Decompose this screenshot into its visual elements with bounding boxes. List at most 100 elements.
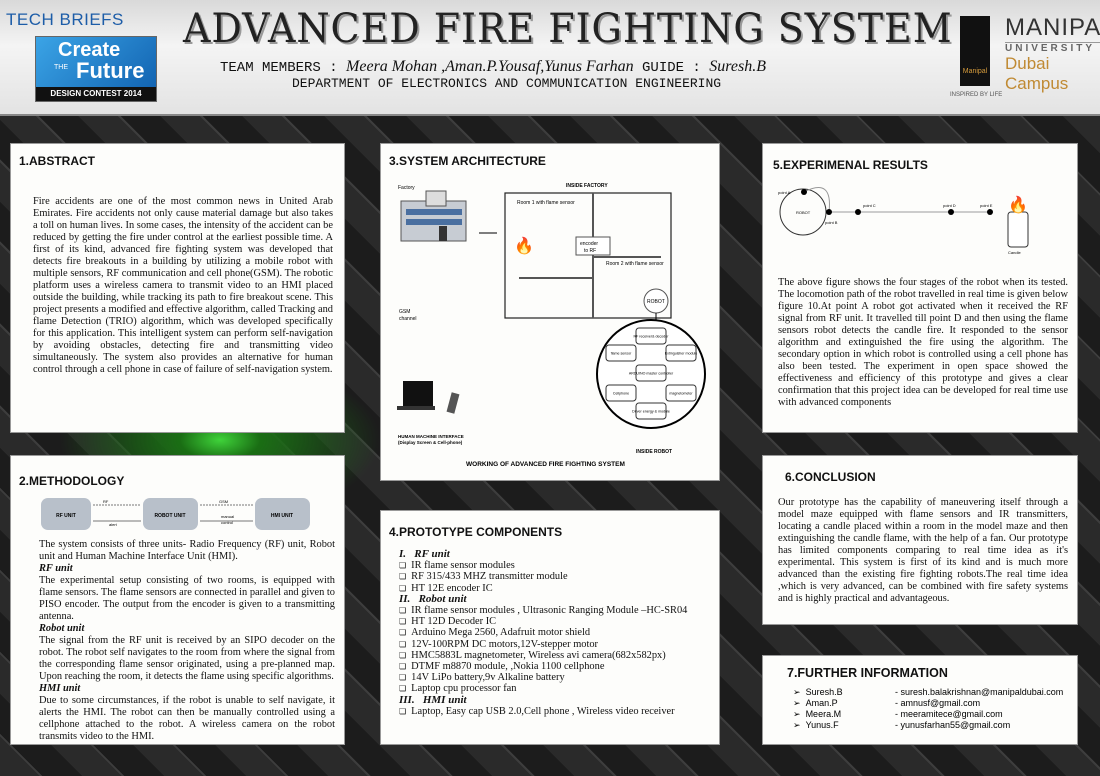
arrow-bullet-icon: ➢ [793, 687, 801, 697]
component-list: IR flame sensor modules , Ultrasonic Ran… [383, 605, 713, 695]
point-b-label: point B [825, 220, 838, 225]
group-title: Robot unit [418, 592, 467, 605]
factory-label: Factory [398, 185, 415, 191]
conclusion-heading: 6.CONCLUSION [785, 470, 876, 484]
methodology-text: The system consists of three units- Radi… [39, 539, 335, 743]
methodology-heading: 2.METHODOLOGY [19, 474, 125, 488]
rf-unit-label: RF UNIT [56, 513, 76, 519]
point-a-label: point A [778, 190, 791, 195]
candle-flame-icon: 🔥 [1008, 195, 1028, 214]
robot-module-box [605, 344, 637, 362]
results-heading: 5.EXPERIMENAL RESULTS [773, 158, 928, 172]
robot-module-label: Extinguisher module [665, 352, 698, 356]
rf-link-label: RF [103, 499, 109, 504]
poster-header: TECH BRIEFS Create THE Future DESIGN CON… [0, 0, 1100, 116]
prototype-list: I. RF unitIR flame sensor modulesRF 315/… [383, 548, 713, 717]
further-info-heading: 7.FURTHER INFORMATION [787, 666, 948, 680]
robot-unit-title: Robot unit [39, 623, 85, 634]
team-names: Meera Mohan ,Aman.P.Yousaf,Yunus Farhan [346, 58, 634, 75]
uni-name: MANIPAL [1005, 14, 1100, 41]
gsm-label-2: channel [399, 316, 417, 322]
robot-label: ROBOT [647, 299, 665, 305]
robot-module-label: flame sensor [611, 352, 632, 356]
logo-future: Future [76, 58, 145, 83]
encoder-label: encoder [580, 241, 598, 247]
component-item: IR flame sensor modules [383, 560, 713, 571]
point-e-label: point E [980, 203, 993, 208]
component-item: Laptop cpu processor fan [383, 683, 713, 694]
architecture-diagram: Factory INSIDE FACTORY Room 1 with flame… [397, 183, 706, 468]
robot-module-label: ARDUINO master controller [629, 372, 674, 376]
rf-unit-title: RF unit [39, 563, 73, 574]
inside-robot-label: INSIDE ROBOT [636, 449, 672, 455]
contact-email[interactable]: - yunusfarhan55@gmail.com [895, 720, 1011, 730]
component-item: HT 12D Decoder IC [383, 616, 713, 627]
guide-name: Suresh.B [709, 58, 766, 75]
robot-module-label: Driver energy & module [632, 410, 670, 414]
arrow-bullet-icon: ➢ [793, 720, 801, 730]
component-item: Laptop, Easy cap USB 2.0,Cell phone , Wi… [383, 706, 713, 717]
room2-label: Room 2 with flame sensor [606, 261, 664, 267]
group-numeral: I. [399, 548, 407, 560]
encoder-label-2: to RF [584, 248, 596, 254]
contact-email[interactable]: - meeramitece@gmail.com [895, 709, 1003, 719]
logo-contest: DESIGN CONTEST 2014 [36, 87, 156, 101]
conclusion-text: Our prototype has the capability of mane… [778, 497, 1068, 604]
robot-module-box [605, 384, 637, 402]
results-text: The above figure shows the four stages o… [778, 277, 1068, 408]
architecture-panel: 3.SYSTEM ARCHITECTURE Factory INSIDE FAC… [380, 143, 720, 481]
component-item: HMC5883L magnetometer, Wireless avi came… [383, 650, 713, 661]
gsm-label: GSM [399, 309, 410, 315]
component-group-title: III. HMI unit [383, 693, 713, 706]
rf-unit-text: The experimental setup consisting of two… [39, 575, 335, 622]
contact-list: ➢ Suresh.B - suresh.balakrishnan@manipald… [785, 687, 1063, 731]
component-item: 14V LiPo battery,9v Alkaline battery [383, 672, 713, 683]
abstract-text: Fire accidents are one of the most commo… [33, 196, 333, 375]
component-group-title: I. RF unit [383, 548, 713, 560]
prototype-heading: 4.PROTOTYPE COMPONENTS [389, 525, 563, 539]
candle-label: Candle [1008, 250, 1021, 255]
component-item: RF 315/433 MHZ transmitter module [383, 571, 713, 582]
arrow-bullet-icon: ➢ [793, 709, 801, 719]
team-label: TEAM MEMBERS : [220, 60, 347, 76]
component-item: IR flame sensor modules , Ultrasonic Ran… [383, 605, 713, 616]
uni-campus: Dubai Campus [1005, 54, 1069, 93]
robot-module-box [665, 384, 697, 402]
robot-module-box [635, 402, 667, 420]
hmi-unit-title: HMI unit [39, 683, 81, 694]
inspired-by-life: INSPIRED BY LIFE [950, 92, 1003, 98]
computer-icon [397, 381, 460, 414]
arrow-bullet-icon: ➢ [793, 698, 801, 708]
component-group-title: II. Robot unit [383, 592, 713, 605]
contact-name: Suresh.B [805, 687, 843, 697]
further-info-panel: 7.FURTHER INFORMATION ➢ Suresh.B - suresh… [762, 655, 1078, 745]
architecture-caption: WORKING OF ADVANCED FIRE FIGHTING SYSTEM [466, 461, 625, 468]
component-item: DTMF m8870 module, ,Nokia 1100 cellphone [383, 661, 713, 672]
group-numeral: III. [399, 693, 415, 706]
robot-module-box [635, 364, 667, 382]
guide-label: GUIDE : [633, 60, 710, 76]
manipal-emblem: Manipal [960, 16, 990, 86]
architecture-heading: 3.SYSTEM ARCHITECTURE [389, 154, 546, 168]
conclusion-panel: 6.CONCLUSION Our prototype has the capab… [762, 455, 1078, 625]
gsm-link-label: GSM [219, 499, 228, 504]
point-c-label: point C [863, 203, 876, 208]
tech-briefs-logo: TECH BRIEFS [6, 10, 124, 29]
manual-link-label: manual [221, 514, 234, 519]
robot-path-diagram: ROBOT point A point B point C point D po… [778, 187, 1029, 255]
inside-factory-label: INSIDE FACTORY [566, 183, 608, 189]
robot-unit-text: The signal from the RF unit is received … [39, 635, 335, 682]
hmi-unit-text: Due to some circumstances, if the robot … [39, 695, 335, 742]
create-the-future-logo: Create THE Future DESIGN CONTEST 2014 [35, 36, 157, 102]
contact-email[interactable]: - suresh.balakrishnan@manipaldubai.com [895, 687, 1064, 697]
contact-email[interactable]: - amnusf@gmail.com [895, 698, 981, 708]
prototype-panel: 4.PROTOTYPE COMPONENTS I. RF unitIR flam… [380, 510, 720, 745]
hmi-label-2: (Display Screen & Cell-phone) [398, 440, 463, 445]
group-title: HMI unit [422, 693, 467, 706]
robot-module-box [665, 344, 697, 362]
component-item: 12V-100RPM DC motors,12V-stepper motor [383, 639, 713, 650]
component-list: Laptop, Easy cap USB 2.0,Cell phone , Wi… [383, 706, 713, 717]
contact-row: ➢ Aman.P- amnusf@gmail.com [785, 698, 1063, 709]
abstract-panel: 1.ABSTRACT Fire accidents are one of the… [10, 143, 345, 433]
methodology-panel: 2.METHODOLOGY RF UNIT ROBOT UNIT HMI UNI… [10, 455, 345, 745]
